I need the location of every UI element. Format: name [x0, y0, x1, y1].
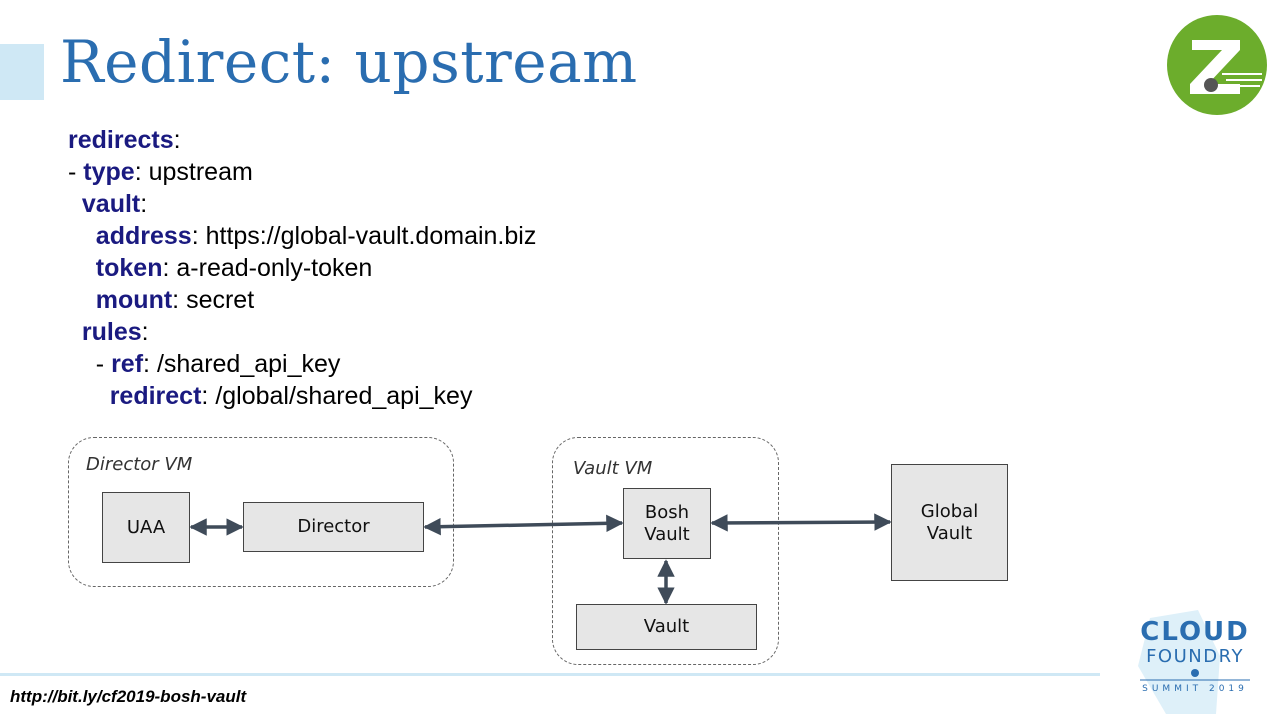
- yaml-value: /global/shared_api_key: [215, 382, 473, 410]
- svg-text:FOUNDRY: FOUNDRY: [1146, 646, 1244, 667]
- vault-vm-group: [552, 437, 779, 665]
- yaml-key: type: [83, 158, 135, 186]
- vault-node: Vault: [576, 604, 757, 650]
- yaml-value: secret: [186, 286, 255, 314]
- code-line: vault:: [81, 190, 148, 218]
- global-vault-node: Global Vault: [891, 464, 1008, 581]
- yaml-value: https://global-vault.domain.biz: [205, 222, 537, 250]
- bosh-vault-label-line2: Vault: [644, 523, 690, 545]
- yaml-key: ref: [111, 350, 144, 378]
- code-line: rules:: [81, 318, 149, 346]
- yaml-key: redirects: [68, 126, 174, 154]
- director-vm-group: [68, 437, 454, 587]
- vault-label: Vault: [643, 616, 690, 637]
- code-line: redirect: /global/shared_api_key: [109, 382, 473, 410]
- cloud-foundry-summit-logo: CLOUD FOUNDRY SUMMIT 2019: [1138, 610, 1250, 714]
- footer-divider: [0, 673, 1100, 676]
- bosh-vault-label-line1: Bosh: [644, 501, 690, 523]
- yaml-value: /shared_api_key: [156, 350, 341, 378]
- director-boshvault-connector: [423, 514, 624, 536]
- yaml-key: vault: [81, 190, 141, 218]
- yaml-code-block: redirects: - type: upstream vault: addre…: [68, 124, 536, 412]
- director-label: Director: [297, 516, 370, 537]
- code-line: address: https://global-vault.domain.biz: [95, 222, 537, 250]
- svg-text:CLOUD: CLOUD: [1140, 617, 1250, 647]
- global-vault-label-line2: Vault: [926, 522, 973, 544]
- yaml-key: address: [95, 222, 192, 250]
- yaml-key: token: [95, 254, 163, 282]
- director-node: Director: [243, 502, 424, 552]
- code-line: mount: secret: [95, 286, 255, 314]
- uaa-node: UAA: [102, 492, 190, 563]
- vault-vm-label: Vault VM: [573, 458, 653, 479]
- yaml-key: rules: [81, 318, 142, 346]
- code-line: token: a-read-only-token: [95, 254, 373, 282]
- code-line: - ref: /shared_api_key: [68, 350, 341, 378]
- director-vm-label: Director VM: [86, 454, 193, 475]
- yaml-value: a-read-only-token: [176, 254, 373, 282]
- zipcar-z-icon: [1167, 15, 1267, 115]
- global-vault-label-line1: Global: [920, 500, 979, 522]
- title-accent-bar: [0, 44, 44, 100]
- code-line: redirects:: [68, 126, 181, 154]
- boshvault-globalvault-connector: [710, 513, 892, 532]
- yaml-key: redirect: [109, 382, 202, 410]
- code-line: - type: upstream: [68, 158, 253, 186]
- yaml-key: mount: [95, 286, 173, 314]
- footer-link[interactable]: http://bit.ly/cf2019-bosh-vault: [10, 687, 247, 706]
- yaml-value: upstream: [148, 158, 253, 186]
- slide-title: Redirect: upstream: [60, 28, 638, 96]
- uaa-label: UAA: [126, 516, 166, 538]
- svg-text:SUMMIT 2019: SUMMIT 2019: [1142, 684, 1248, 694]
